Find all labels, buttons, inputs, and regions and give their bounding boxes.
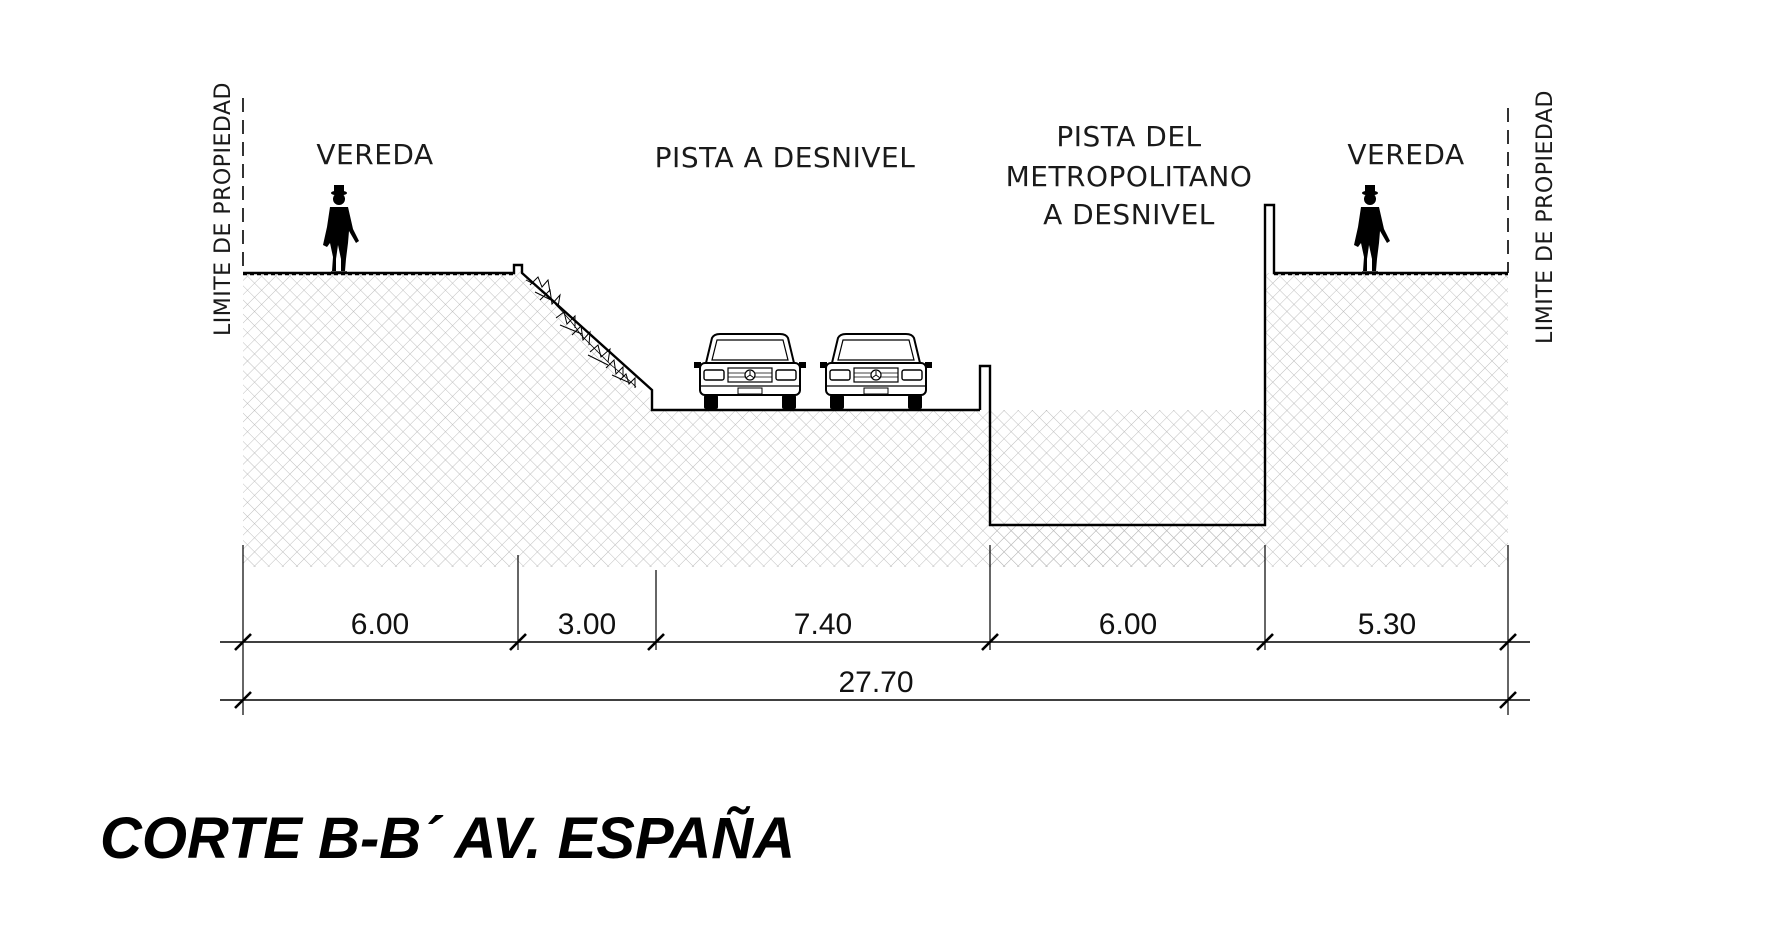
label-metro-line3: A DESNIVEL bbox=[1043, 198, 1215, 231]
label-pista-desnivel: PISTA A DESNIVEL bbox=[655, 141, 916, 174]
drawing-title: CORTE B-B´ AV. ESPAÑA bbox=[100, 806, 795, 871]
dimension-total: 27.70 bbox=[838, 666, 913, 699]
pedestrian-icon bbox=[322, 184, 360, 273]
dimension-value: 3.00 bbox=[558, 608, 616, 641]
ground-profile bbox=[243, 263, 980, 412]
car-front-icon bbox=[693, 333, 807, 410]
label-vereda-right: VEREDA bbox=[1347, 138, 1464, 171]
pedestrian-icon bbox=[1353, 184, 1391, 273]
label-property-limit-left: LIMITE DE PROPIEDAD bbox=[211, 82, 236, 336]
vegetation-icon bbox=[525, 276, 637, 388]
dimension-ticks bbox=[234, 633, 1517, 709]
car-front-icon bbox=[819, 333, 933, 410]
label-property-limit-right: LIMITE DE PROPIEDAD bbox=[1533, 90, 1558, 344]
dimension-extension-lines bbox=[242, 545, 1509, 715]
dimension-value: 7.40 bbox=[794, 608, 852, 641]
dimension-value: 6.00 bbox=[351, 608, 409, 641]
ground-hatch bbox=[243, 265, 1508, 567]
label-vereda-left: VEREDA bbox=[316, 138, 433, 171]
dimension-value: 5.30 bbox=[1358, 608, 1416, 641]
ground-hatch-metro bbox=[990, 410, 1265, 567]
dimension-value: 6.00 bbox=[1099, 608, 1157, 641]
label-metro-line2: METROPOLITANO bbox=[1006, 160, 1253, 193]
barrier-left bbox=[978, 203, 1508, 527]
label-metro-line1: PISTA DEL bbox=[1056, 120, 1201, 153]
